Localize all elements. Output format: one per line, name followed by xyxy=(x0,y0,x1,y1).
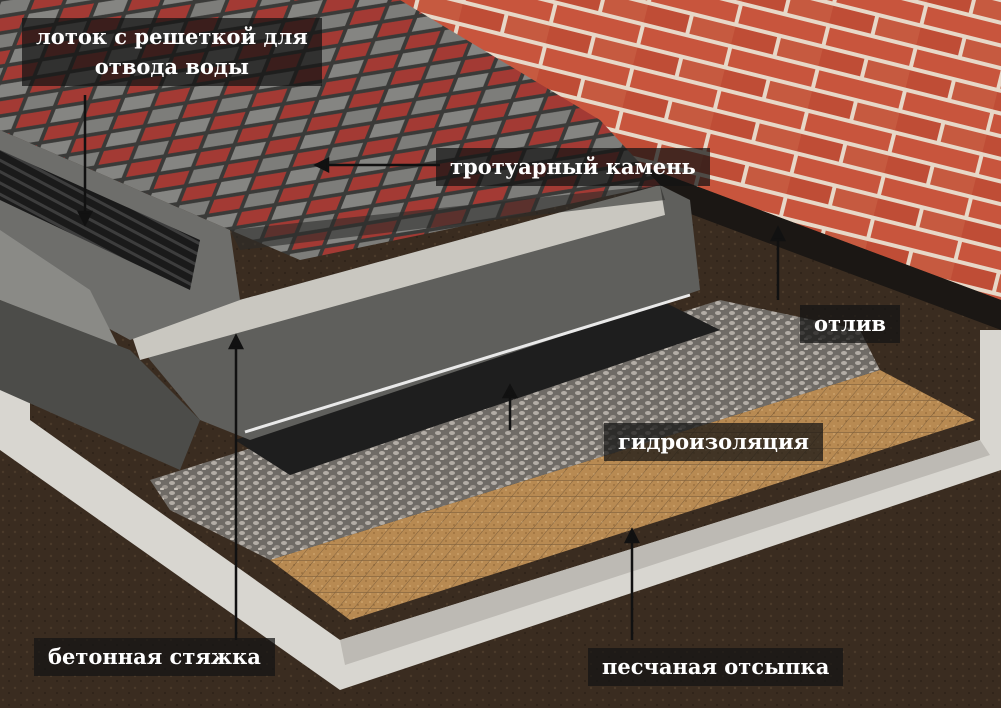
leader-concrete-screed-arrow xyxy=(227,333,245,350)
label-waterproofing-text: гидроизоляция xyxy=(618,429,810,454)
label-drip-edge-text: отлив xyxy=(814,311,886,336)
leader-paving-stone-arrow xyxy=(313,156,330,174)
concrete-screed xyxy=(130,185,700,440)
wall-base-shadow xyxy=(400,40,1001,330)
leader-sand-bed-arrow xyxy=(623,527,641,544)
leader-drain-tray-arrow xyxy=(76,210,94,227)
drain-base xyxy=(0,300,200,470)
concrete-trough xyxy=(0,330,1001,690)
label-paving-stone-text: тротуарный камень xyxy=(450,154,696,179)
drain-curb xyxy=(0,230,120,350)
label-waterproofing: гидроизоляция xyxy=(604,423,824,461)
label-concrete-screed: бетонная стяжка xyxy=(34,638,275,676)
leader-waterproofing-arrow xyxy=(501,383,519,399)
label-sand-bed: песчаная отсыпка xyxy=(588,648,844,686)
label-drain-tray-line1: лоток с решеткой для xyxy=(36,24,308,49)
gravel-layer xyxy=(150,300,880,560)
leader-drip-edge-arrow xyxy=(769,225,787,242)
paver-edge-shadow xyxy=(230,185,665,250)
label-paving-stone: тротуарный камень xyxy=(436,148,710,186)
label-drain-tray-line2: отвода воды xyxy=(94,54,249,79)
label-concrete-screed-text: бетонная стяжка xyxy=(48,644,261,669)
label-sand-bed-text: песчаная отсыпка xyxy=(602,654,830,679)
trough-edge xyxy=(340,440,990,665)
drip-edge-rail xyxy=(244,293,691,434)
waterproofing-membrane xyxy=(235,300,720,475)
label-drain-tray: лоток с решеткой для отвода воды xyxy=(22,18,322,86)
drain-grate xyxy=(0,150,200,290)
label-drip-edge: отлив xyxy=(800,305,900,343)
screed-top-edge xyxy=(130,185,665,360)
